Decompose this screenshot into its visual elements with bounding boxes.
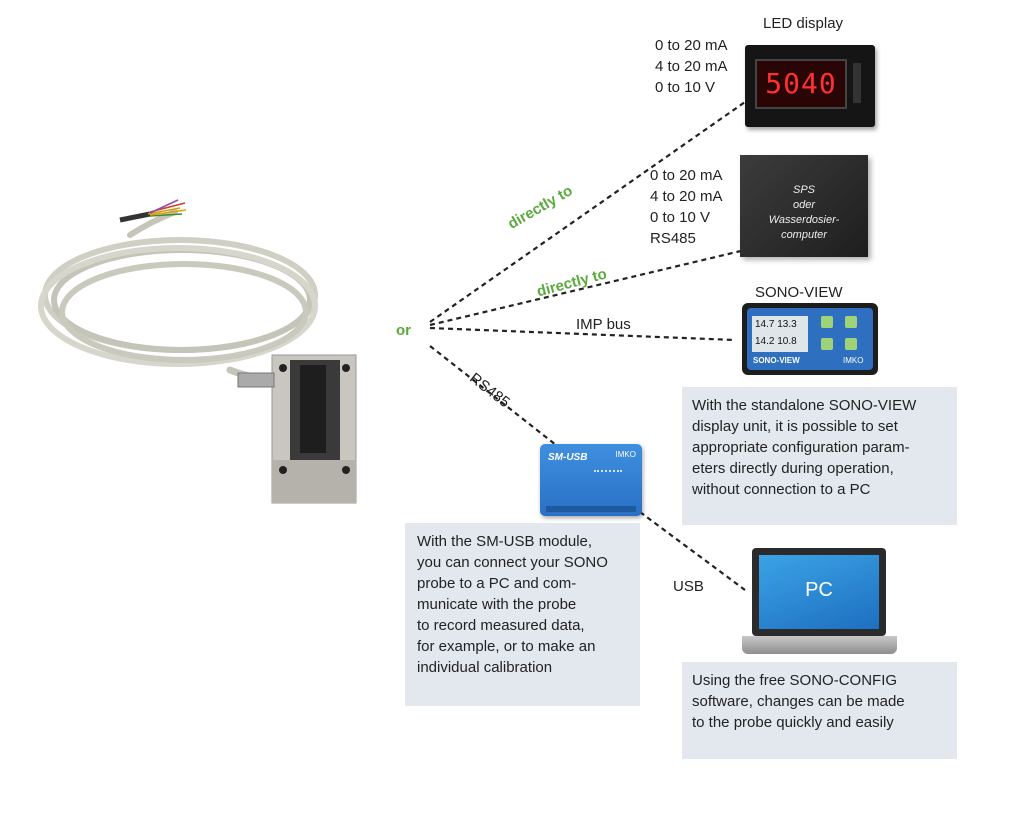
arrow-up-icon bbox=[845, 316, 857, 328]
sm-usb-device: SM-USB IMKO bbox=[540, 444, 642, 516]
sps-box-line: computer bbox=[781, 229, 827, 241]
led-signal: 0 to 20 mA bbox=[655, 37, 728, 54]
port-strip-icon bbox=[546, 506, 636, 512]
imko-logo: IMKO bbox=[615, 450, 636, 459]
imp-bus-label: IMP bus bbox=[576, 316, 631, 333]
sono-view-device: 14.7 13.3 14.2 10.8 SONO-VIEW IMKO bbox=[742, 303, 878, 375]
led-signal-list: 0 to 20 mA 4 to 20 mA 0 to 10 V bbox=[655, 35, 728, 98]
sps-signal: 0 to 20 mA bbox=[650, 167, 723, 184]
sps-box-line: oder bbox=[792, 199, 816, 211]
sps-signal: 0 to 10 V bbox=[650, 209, 711, 226]
line-to-sono-view bbox=[429, 326, 736, 342]
pc-note: Using the free SONO-CONFIG software, cha… bbox=[682, 662, 957, 759]
hub-label: or bbox=[396, 322, 411, 339]
sm-usb-label: SM-USB bbox=[548, 452, 588, 463]
led-readout: 5040 bbox=[765, 67, 837, 100]
line-to-led bbox=[429, 101, 746, 323]
sono-view-screen: 14.7 13.3 14.2 10.8 bbox=[752, 316, 808, 352]
sps-signal-list: 0 to 20 mA 4 to 20 mA 0 to 10 V RS485 bbox=[650, 165, 723, 249]
laptop-screen: PC bbox=[759, 555, 879, 629]
led-indicator-icon bbox=[594, 470, 622, 482]
sps-signal: 4 to 20 mA bbox=[650, 188, 723, 205]
led-signal: 0 to 10 V bbox=[655, 79, 716, 96]
laptop-keyboard-icon bbox=[742, 636, 897, 654]
sono-view-title: SONO-VIEW bbox=[755, 284, 843, 301]
laptop-icon: PC bbox=[742, 548, 897, 660]
line-to-pc bbox=[639, 511, 746, 591]
led-screen: 5040 bbox=[755, 59, 847, 109]
sps-signal: RS485 bbox=[650, 230, 696, 247]
led-buttons-icon bbox=[853, 63, 861, 103]
led-display-device: 5040 bbox=[745, 45, 875, 127]
sps-box: SPS oder Wasserdosier- computer bbox=[740, 155, 868, 257]
usb-label: USB bbox=[673, 578, 704, 595]
led-display-title: LED display bbox=[763, 15, 844, 32]
sono-view-note: With the standalone SONO-VIEW display un… bbox=[682, 387, 957, 525]
sm-usb-note: With the SM-USB module, you can connect … bbox=[405, 523, 640, 706]
arrow-down-icon bbox=[845, 338, 857, 350]
cable-wires-icon bbox=[119, 199, 187, 223]
pc-screen-label: PC bbox=[805, 579, 833, 601]
led-signal: 4 to 20 mA bbox=[655, 58, 728, 75]
probe-body-icon bbox=[237, 354, 357, 504]
imko-logo: IMKO bbox=[843, 356, 864, 365]
cable-coil-icon bbox=[38, 209, 318, 382]
sono-view-brand: SONO-VIEW bbox=[753, 356, 800, 365]
arrow-down-icon bbox=[821, 338, 833, 350]
sps-box-line: Wasserdosier- bbox=[768, 214, 840, 226]
sps-box-line: SPS bbox=[792, 184, 815, 196]
arrow-up-icon bbox=[821, 316, 833, 328]
